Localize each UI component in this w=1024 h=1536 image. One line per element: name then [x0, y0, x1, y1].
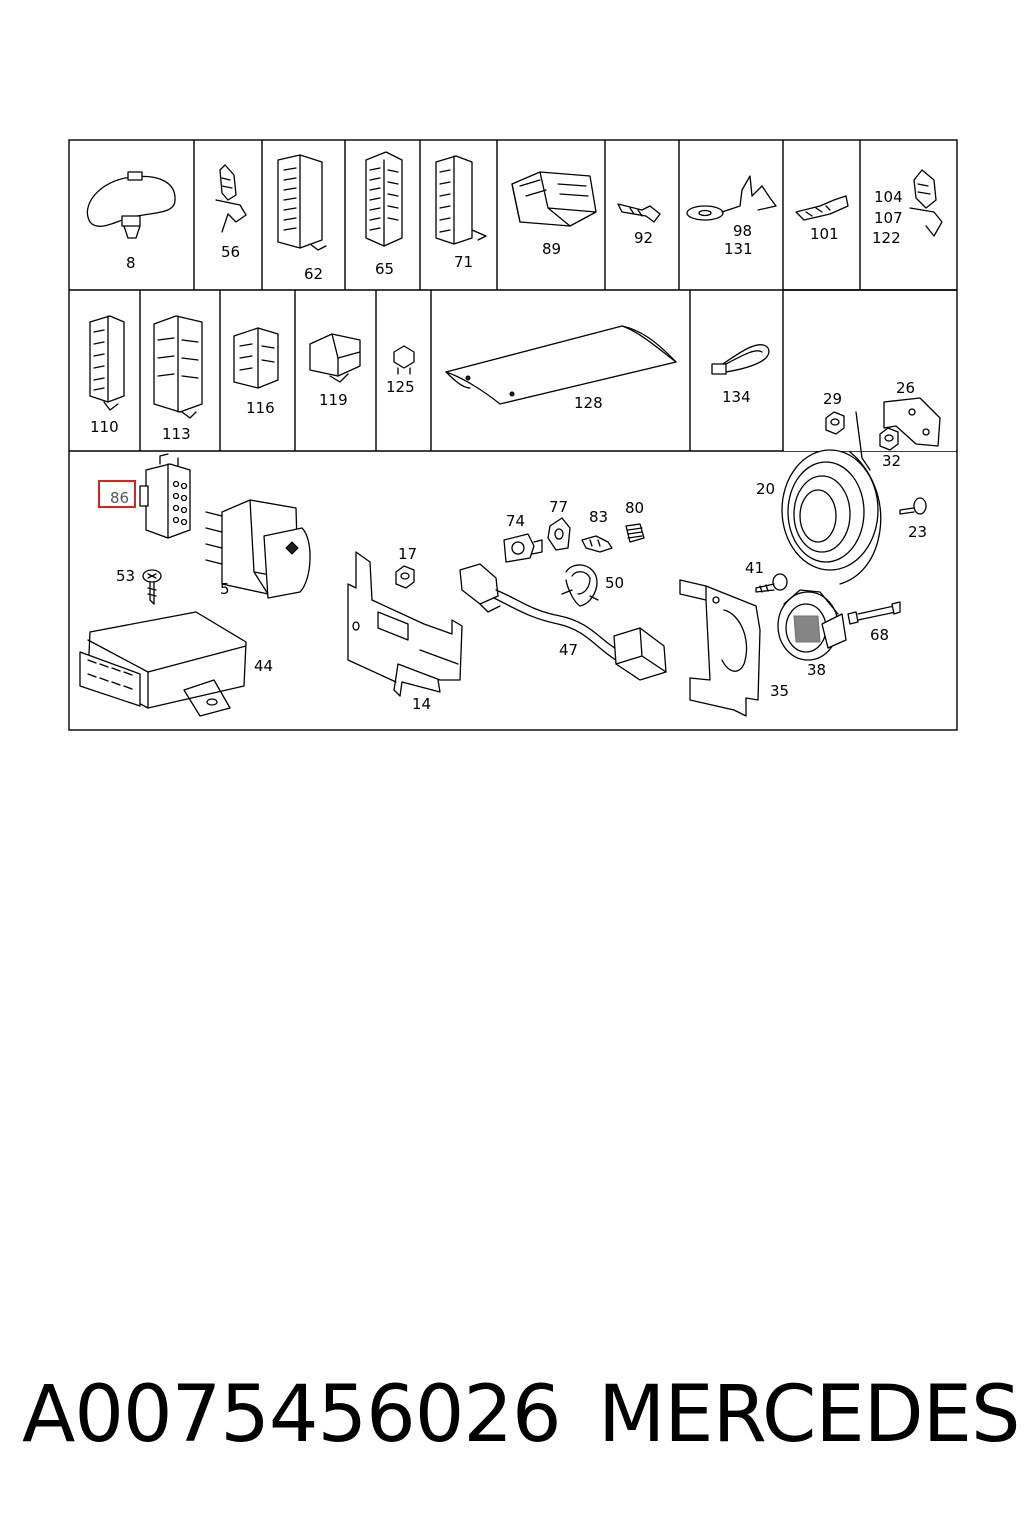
label-92: 92 [634, 229, 653, 247]
label-68: 68 [870, 626, 889, 644]
label-44: 44 [254, 657, 273, 675]
part-119-connector [309, 333, 361, 383]
label-77: 77 [549, 498, 568, 516]
parts-diagram: 8 56 62 65 71 89 92 98 131 101 104 107 1… [68, 139, 958, 731]
part-71-connector [435, 155, 487, 245]
part-44-control-unit [79, 611, 247, 717]
label-53: 53 [116, 567, 135, 585]
label-17: 17 [398, 545, 417, 563]
part-53-screw [142, 569, 162, 605]
part-128-sleeve [445, 325, 677, 405]
label-29: 29 [823, 390, 842, 408]
label-38: 38 [807, 661, 826, 679]
part-35-bracket [679, 579, 761, 717]
label-23: 23 [908, 523, 927, 541]
label-110: 110 [90, 418, 119, 436]
part-14-bracket [347, 551, 463, 697]
label-119: 119 [319, 391, 348, 409]
label-125: 125 [386, 378, 415, 396]
label-5: 5 [220, 580, 230, 598]
label-20: 20 [756, 480, 775, 498]
part-38-horn [777, 589, 847, 661]
label-8: 8 [126, 254, 136, 272]
label-35: 35 [770, 682, 789, 700]
label-89: 89 [542, 240, 561, 258]
part-20-horn [781, 411, 882, 585]
label-113: 113 [162, 425, 191, 443]
label-134: 134 [722, 388, 751, 406]
part-113-connector [153, 315, 203, 419]
label-62: 62 [304, 265, 323, 283]
label-122: 122 [872, 229, 901, 247]
part-29-nut [825, 411, 845, 435]
part-23-screw [899, 497, 927, 515]
label-50: 50 [605, 574, 624, 592]
label-41: 41 [745, 559, 764, 577]
part-47-wiring-harness [459, 563, 667, 681]
label-32: 32 [882, 452, 901, 470]
label-74: 74 [506, 512, 525, 530]
part-98-ring-terminal [686, 175, 777, 221]
label-128: 128 [574, 394, 603, 412]
label-98: 98 [733, 222, 752, 240]
label-83: 83 [589, 508, 608, 526]
part-74-connector [503, 533, 543, 563]
part-77-clip [547, 517, 571, 551]
part-101-terminal [795, 195, 849, 221]
part-5-switch [205, 499, 311, 599]
part-26-bracket [883, 397, 941, 447]
label-116: 116 [246, 399, 275, 417]
part-110-connector [89, 315, 125, 411]
part-17-nut [395, 565, 415, 589]
label-107: 107 [874, 209, 903, 227]
part-8-cable-loop [86, 171, 176, 239]
label-86: 86 [110, 489, 129, 507]
label-47: 47 [559, 641, 578, 659]
part-41-screw [755, 573, 788, 593]
part-83-terminal [581, 535, 613, 553]
label-14: 14 [412, 695, 431, 713]
part-labels: 8 56 62 65 71 89 92 98 131 101 104 107 1… [90, 188, 927, 713]
label-101: 101 [810, 225, 839, 243]
label-131: 131 [724, 240, 753, 258]
diagram-grid [68, 139, 958, 731]
label-71: 71 [454, 253, 473, 271]
label-56: 56 [221, 243, 240, 261]
part-number: A0075456026 [22, 1370, 562, 1460]
label-104: 104 [874, 188, 903, 206]
part-80-grommet [625, 523, 645, 543]
part-68-bolt [847, 601, 901, 625]
part-56-terminal [215, 164, 247, 233]
highlight-box [98, 480, 136, 508]
label-26: 26 [896, 379, 915, 397]
part-134-cable-tie [711, 343, 770, 375]
brand-name: MERCEDES [598, 1370, 1020, 1460]
part-86-connector [139, 453, 191, 539]
part-116-connector [233, 327, 279, 389]
part-32-nut [879, 427, 899, 451]
label-65: 65 [375, 260, 394, 278]
part-50-clip [561, 564, 599, 607]
part-89-connector [511, 171, 597, 227]
part-104-terminal [909, 169, 943, 237]
part-92-terminal [617, 203, 661, 223]
label-80: 80 [625, 499, 644, 517]
part-65-connector [365, 151, 403, 247]
part-125-fuse [393, 345, 415, 375]
part-62-connector [277, 154, 327, 251]
footer: A0075456026 MERCEDES [0, 1370, 1024, 1470]
